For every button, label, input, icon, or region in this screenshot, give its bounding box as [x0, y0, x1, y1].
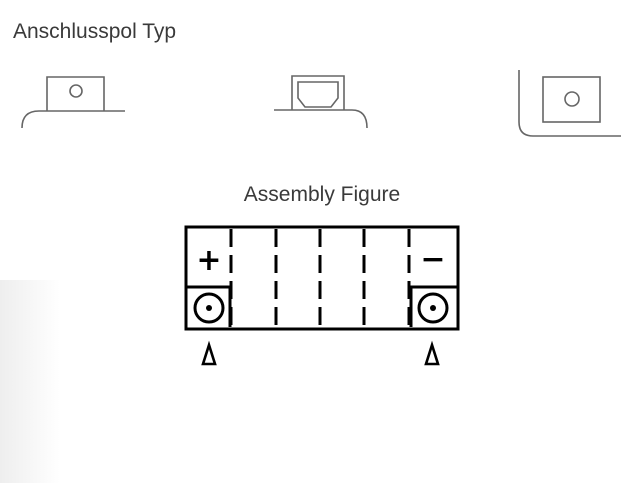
cell-dividers [229, 229, 411, 327]
positive-pointer-icon [201, 340, 217, 366]
terminal-type-flat-tab-icon [21, 76, 125, 129]
background-fade [0, 280, 60, 483]
assembly-figure-title: Assembly Figure [243, 183, 401, 206]
battery-outline [184, 225, 460, 331]
terminal-type-bolt-nut-icon [274, 75, 368, 129]
negative-terminal [409, 285, 458, 327]
negative-pointer-icon [424, 340, 440, 366]
terminal-type-title: Anschlusspol Typ [13, 20, 177, 43]
positive-terminal [186, 285, 232, 327]
positive-symbol: + [196, 243, 221, 278]
terminal-type-corner-block-icon [518, 70, 621, 137]
negative-symbol: − [420, 242, 445, 277]
